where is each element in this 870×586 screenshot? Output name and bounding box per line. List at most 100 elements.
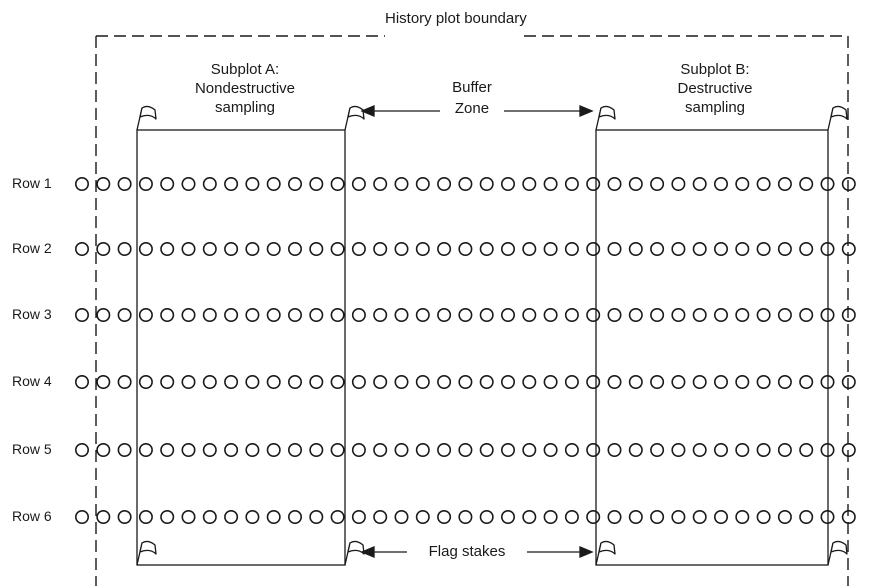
plant-circle xyxy=(735,509,750,524)
plant-circle xyxy=(394,242,409,257)
plant-circle xyxy=(479,307,494,322)
plant-circle xyxy=(650,509,665,524)
plant-circle xyxy=(479,177,494,192)
plant-circle xyxy=(224,374,239,389)
plant-circle xyxy=(415,442,430,457)
buffer-zone-arrow-left xyxy=(360,105,440,117)
plant-circle xyxy=(138,442,153,457)
plant-circle xyxy=(692,177,707,192)
plant-circle xyxy=(650,374,665,389)
plant-circle xyxy=(266,374,281,389)
plant-circle xyxy=(564,374,579,389)
plant-circle xyxy=(500,442,515,457)
plant-circle xyxy=(756,307,771,322)
plant-circle xyxy=(245,509,260,524)
plant-circle xyxy=(564,177,579,192)
plant-circle xyxy=(96,242,111,257)
plant-circle xyxy=(394,374,409,389)
plant-circle xyxy=(181,374,196,389)
plant-circle xyxy=(117,374,132,389)
plant-circle xyxy=(820,307,835,322)
plant-circle xyxy=(330,242,345,257)
plant-circle xyxy=(628,177,643,192)
plant-circle xyxy=(628,509,643,524)
plant-circle xyxy=(181,442,196,457)
plant-circle xyxy=(713,307,728,322)
plant-circle xyxy=(692,374,707,389)
plant-circle xyxy=(75,307,90,322)
plant-circle xyxy=(713,177,728,192)
plant-circle xyxy=(117,242,132,257)
plant-circle xyxy=(309,374,324,389)
plant-circle xyxy=(607,307,622,322)
plant-circle xyxy=(692,307,707,322)
plant-circle xyxy=(650,442,665,457)
plant-circle xyxy=(160,442,175,457)
plant-circle xyxy=(138,374,153,389)
plant-circle xyxy=(287,509,302,524)
plant-circle xyxy=(309,307,324,322)
flag-stakes-label: Flag stakes xyxy=(428,543,506,560)
plant-circle xyxy=(522,177,537,192)
plant-circle xyxy=(671,242,686,257)
flag-stake-icon xyxy=(827,105,848,131)
plant-circle xyxy=(607,177,622,192)
plant-circle xyxy=(415,307,430,322)
plant-circle xyxy=(160,374,175,389)
flag-stakes-arrow-right xyxy=(527,546,594,558)
plant-circle xyxy=(245,442,260,457)
plant-circle xyxy=(820,374,835,389)
flag-stake-icon xyxy=(595,540,616,566)
row-label: Row 1 xyxy=(12,175,52,191)
row-label: Row 2 xyxy=(12,240,52,256)
buffer-zone-label-line2: Zone xyxy=(454,100,490,117)
plant-circle xyxy=(586,177,601,192)
plant-circle xyxy=(735,442,750,457)
plant-circle xyxy=(181,242,196,257)
plant-circle xyxy=(756,242,771,257)
plant-circle xyxy=(351,177,366,192)
plant-circle xyxy=(820,442,835,457)
plant-circle xyxy=(607,374,622,389)
plant-circle xyxy=(628,242,643,257)
buffer-zone-arrow-right xyxy=(504,105,594,117)
plant-circle xyxy=(500,374,515,389)
plant-circle xyxy=(437,442,452,457)
plant-circle xyxy=(437,509,452,524)
plant-circle xyxy=(287,177,302,192)
plant-circle xyxy=(75,177,90,192)
plant-circle xyxy=(330,374,345,389)
plant-circle xyxy=(522,242,537,257)
plant-circle xyxy=(160,509,175,524)
plant-circle xyxy=(564,242,579,257)
plant-circle xyxy=(96,442,111,457)
plant-circle xyxy=(351,374,366,389)
subplot-a-label: Subplot A: Nondestructive sampling xyxy=(194,61,296,116)
plant-circle xyxy=(799,374,814,389)
plant-circle xyxy=(138,307,153,322)
plant-circle xyxy=(373,509,388,524)
subplot-a-rect xyxy=(136,129,346,566)
plant-circle xyxy=(202,242,217,257)
plant-circle xyxy=(266,442,281,457)
plant-circle xyxy=(841,242,856,257)
row-label: Row 5 xyxy=(12,441,52,457)
subplot-b-label: Subplot B: Destructive sampling xyxy=(677,61,753,116)
plant-circle xyxy=(500,509,515,524)
plant-circle xyxy=(96,509,111,524)
plant-circle xyxy=(500,177,515,192)
plant-circle xyxy=(373,374,388,389)
plant-circle xyxy=(96,374,111,389)
plant-circle xyxy=(799,242,814,257)
plant-circle xyxy=(671,442,686,457)
history-plot-boundary-label: History plot boundary xyxy=(385,10,527,27)
plant-circle xyxy=(543,374,558,389)
row-label: Row 6 xyxy=(12,508,52,524)
plant-circle xyxy=(799,442,814,457)
plant-circle xyxy=(181,307,196,322)
plant-circle xyxy=(479,374,494,389)
plant-circle xyxy=(543,509,558,524)
plant-circle xyxy=(437,374,452,389)
plant-circle xyxy=(437,177,452,192)
